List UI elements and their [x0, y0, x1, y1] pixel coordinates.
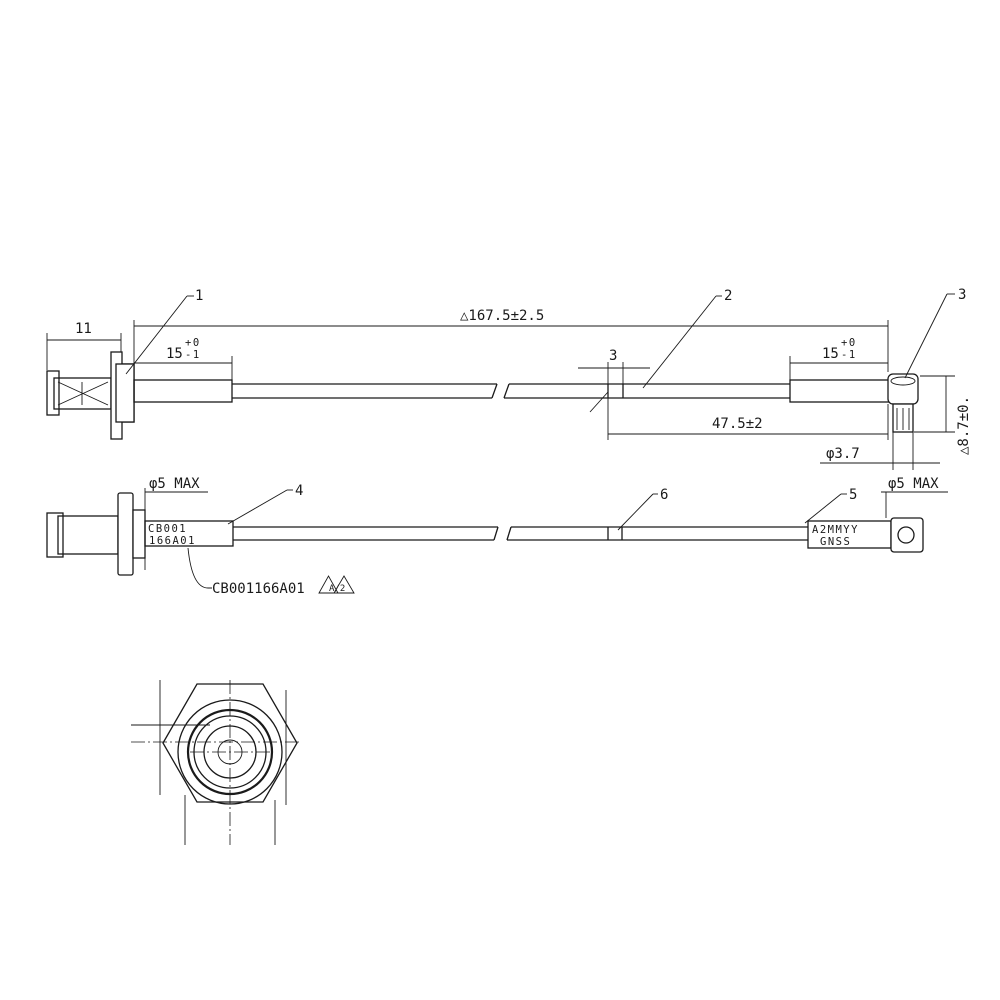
dim-sleeve-left-main: 15: [166, 346, 183, 362]
dim-right-height-text: △8.7±0.: [956, 396, 972, 455]
dim-sleeve-right-main: 15: [822, 346, 839, 362]
dim-right-diameter: φ3.7: [820, 432, 940, 470]
dim-max-left-text: φ5 MAX: [149, 476, 200, 492]
dim-max-right-text: φ5 MAX: [888, 476, 939, 492]
end-view: [131, 680, 300, 845]
band-leader: [589, 391, 609, 413]
outer-ring: [177, 699, 283, 805]
label-right-line2: GNSS: [820, 536, 851, 548]
cable-side-right: [506, 520, 892, 549]
right-connector-side: [890, 517, 924, 553]
part-number-callout: CB001166A01 A/2: [187, 547, 355, 597]
balloon-6: 6: [617, 487, 668, 531]
part-number-text: CB001166A01: [212, 581, 305, 597]
balloon-2-text: 2: [724, 288, 732, 304]
hex-nut: [162, 683, 298, 803]
balloon-3-text: 3: [958, 287, 966, 303]
cable-top-left: [133, 379, 498, 403]
balloon-4: 4: [227, 483, 303, 525]
revision-text: A/2: [329, 584, 345, 594]
label-left-line1: CB001: [148, 523, 187, 535]
dim-connector-length: 11: [46, 321, 122, 370]
balloon-3: 3: [904, 287, 966, 379]
dim-sleeve-left-upper: +0: [185, 337, 201, 349]
balloon-1-text: 1: [195, 288, 203, 304]
label-left-line2: 166A01: [149, 535, 196, 547]
dim-mark-distance-text: 47.5±2: [712, 416, 763, 432]
dim-mark-band: 3: [578, 348, 650, 384]
dim-sleeve-right: 15 +0 -1: [789, 337, 888, 380]
dim-cable-length-text: △167.5±2.5: [460, 308, 544, 324]
dim-right-diameter-text: φ3.7: [826, 446, 860, 462]
dim-max-right: φ5 MAX: [881, 476, 948, 518]
left-connector-top: [46, 351, 135, 440]
balloon-5: 5: [804, 487, 857, 524]
cable-top-right: [503, 379, 890, 403]
middle-ring: [186, 708, 274, 796]
dim-sleeve-right-upper: +0: [841, 337, 857, 349]
balloon-5-text: 5: [849, 487, 857, 503]
balloon-1: 1: [125, 288, 203, 375]
cable-side-left: [144, 520, 499, 547]
dim-max-left: φ5 MAX: [144, 476, 208, 570]
side-view: CB001 166A01 A2MMYY GNSS φ5 MAX φ5 MAX 4…: [46, 476, 948, 597]
dim-mark-band-text: 3: [609, 348, 617, 364]
right-connector-top: [887, 373, 919, 433]
balloon-6-text: 6: [660, 487, 668, 503]
dim-sleeve-right-lower: -1: [841, 349, 857, 361]
dim-sleeve-left: 15 +0 -1: [134, 337, 233, 380]
dim-cable-length: △167.5±2.5: [133, 308, 889, 376]
label-right-line1: A2MMYY: [812, 524, 859, 536]
dim-sleeve-left-lower: -1: [185, 349, 201, 361]
dim-connector-length-text: 11: [75, 321, 92, 337]
balloon-4-text: 4: [295, 483, 303, 499]
revision-triangle: A/2: [318, 575, 355, 594]
balloon-2: 2: [642, 288, 732, 389]
dim-right-height: △8.7±0.: [914, 375, 972, 455]
dim-mark-distance: 47.5±2: [607, 398, 889, 440]
top-view: 11 △167.5±2.5 15 +0 -1 15 +0 -1: [46, 287, 972, 470]
left-connector-side: [46, 492, 146, 576]
